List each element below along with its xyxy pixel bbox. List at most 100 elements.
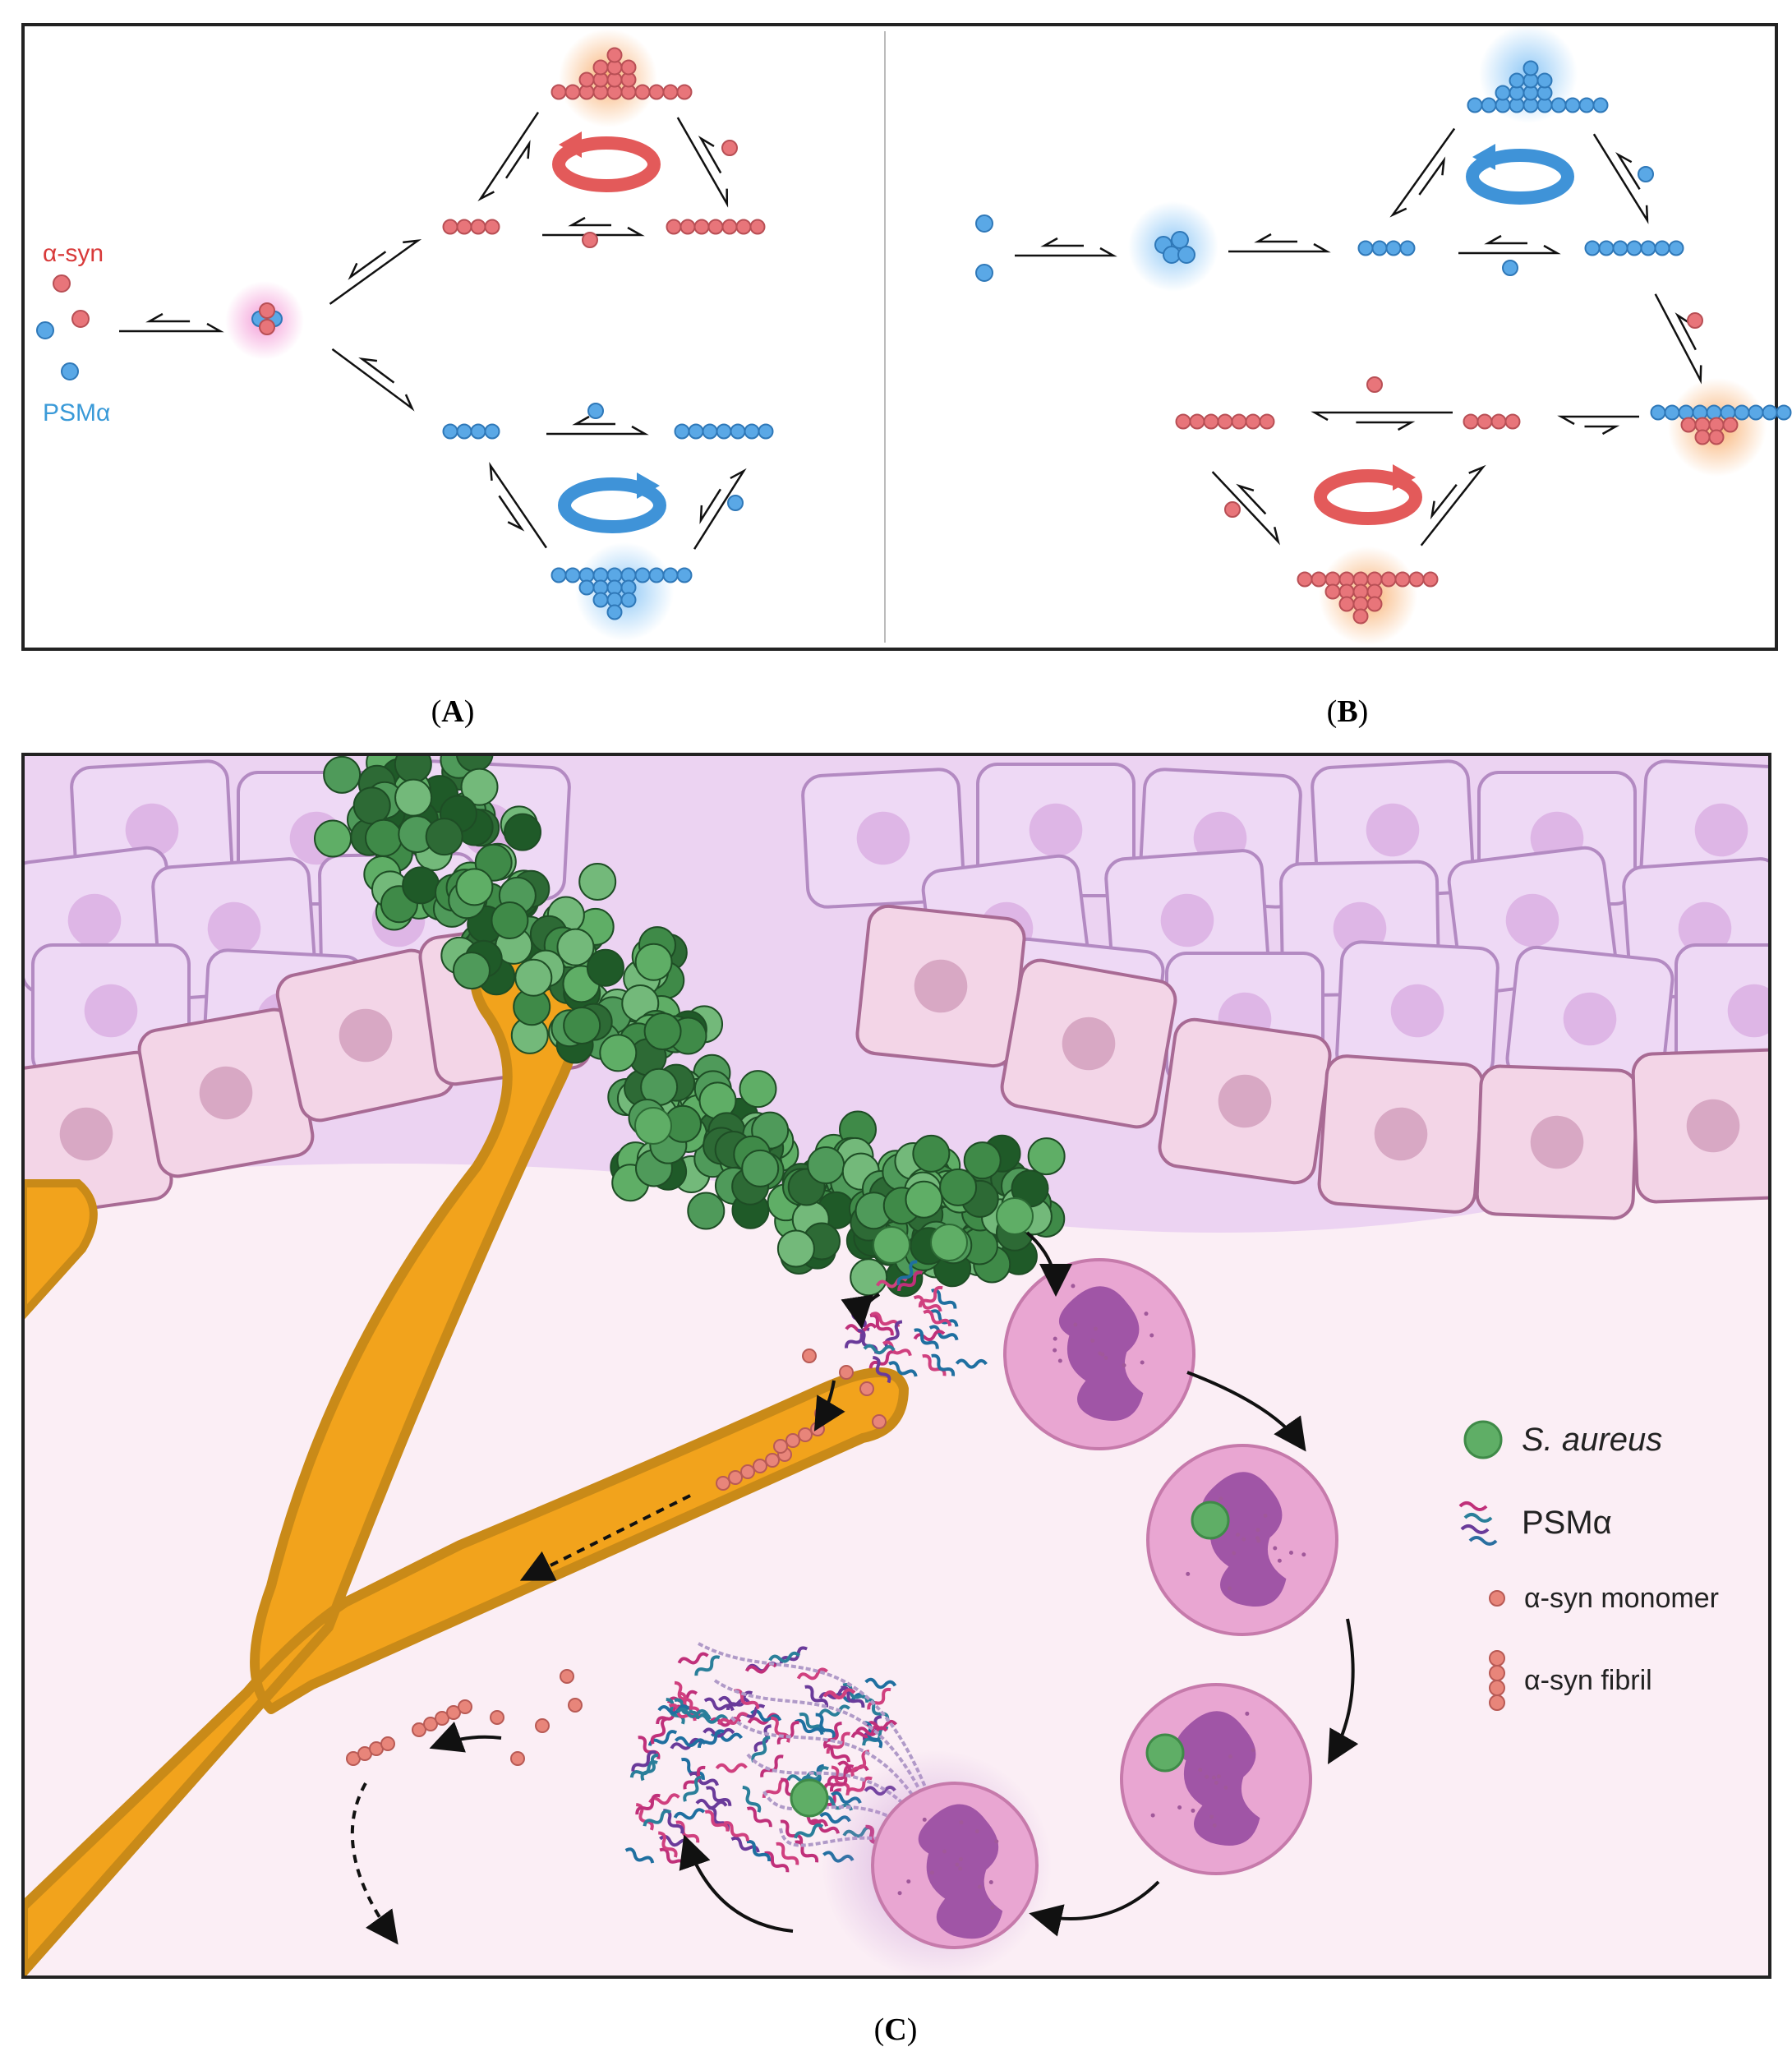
psma-monomer <box>1495 85 1511 101</box>
forward-arrow <box>542 226 645 237</box>
s-aureus-cell <box>556 928 595 966</box>
asyn-monomer <box>71 310 90 328</box>
neuron <box>23 950 909 1977</box>
cycle-arrowhead <box>637 473 660 499</box>
s-aureus-cell <box>996 1197 1034 1235</box>
asyn-monomer <box>1366 376 1383 393</box>
cell-nucleus <box>1727 984 1770 1038</box>
s-aureus-cell <box>1027 1137 1066 1176</box>
asyn-monomer <box>676 84 693 100</box>
granule <box>974 1829 979 1834</box>
granule <box>1122 1363 1126 1368</box>
psma-peptide <box>827 1764 855 1784</box>
psma-peptide <box>800 1766 829 1783</box>
s-aureus-cell <box>578 863 617 901</box>
psma-peptide <box>674 1680 693 1708</box>
caption-b: (B) <box>1327 694 1369 729</box>
asyn-monomer <box>578 71 595 88</box>
granule <box>1071 1284 1076 1289</box>
s-aureus-cell <box>776 1229 815 1268</box>
arrow <box>679 1834 794 1933</box>
arrow <box>841 1293 881 1330</box>
granule <box>1098 1351 1103 1356</box>
psma-monomer <box>1598 240 1615 256</box>
psma-peptide <box>689 1771 719 1786</box>
epithelial-cell <box>137 1007 315 1178</box>
neuron-axon-left <box>23 1179 98 1321</box>
psma-monomer <box>676 567 693 583</box>
psma-monomer <box>1640 240 1656 256</box>
dashed-arrow <box>350 1782 398 1945</box>
neutrophil <box>1003 1258 1195 1450</box>
psma-monomer <box>550 567 567 583</box>
granule <box>1149 1333 1154 1338</box>
asyn-monomer <box>568 1698 583 1713</box>
granule <box>1223 1785 1228 1790</box>
psma-peptide <box>717 1712 749 1726</box>
s-aureus-cell <box>452 952 491 990</box>
granule <box>990 1905 995 1910</box>
psma-peptide <box>822 1688 855 1700</box>
psma-peptide <box>683 1775 703 1802</box>
granule <box>1301 1552 1306 1557</box>
psma-peptide <box>703 1697 735 1712</box>
asyn-monomer <box>620 59 637 76</box>
asyn-monomer <box>446 1705 461 1720</box>
psma-peptide <box>747 1713 780 1725</box>
asyn-monomer <box>716 1476 730 1491</box>
psma-monomer <box>1502 260 1518 276</box>
s-aureus-cell <box>455 868 494 906</box>
asyn-monomer <box>412 1722 426 1737</box>
psma-monomer <box>744 423 760 440</box>
psma-peptide <box>715 1763 748 1773</box>
neuron-axon-main <box>23 950 909 1977</box>
psma-peptide <box>864 1677 897 1690</box>
neutrophil <box>1146 1444 1338 1636</box>
psma-monomer <box>758 423 774 440</box>
psma-peptide <box>869 1313 894 1336</box>
psma-monomer <box>1692 404 1708 421</box>
cycle-ring <box>1314 469 1422 525</box>
cycle-ring <box>1466 149 1574 205</box>
psma-monomer <box>1650 404 1666 421</box>
reverse-arrow <box>1236 483 1267 515</box>
psma-monomer <box>1678 404 1694 421</box>
s-aureus-cell <box>394 778 433 817</box>
granule <box>958 1866 963 1871</box>
reverse-arrow <box>698 136 722 174</box>
asyn-monomer <box>259 319 275 335</box>
cell-nucleus <box>1505 893 1559 947</box>
asyn-monomer <box>1338 596 1355 612</box>
psma-peptide <box>780 1819 804 1843</box>
cycle-arrowhead <box>1393 464 1416 491</box>
granule <box>1140 1360 1145 1365</box>
asyn-monomer <box>872 1414 887 1429</box>
asyn-monomer <box>721 219 738 235</box>
neutrophil-nucleus <box>918 1804 1003 1939</box>
psma-peptide <box>913 1295 942 1312</box>
caption-a: (A) <box>431 694 475 729</box>
psma-monomer <box>1626 240 1642 256</box>
psma-peptide <box>855 1726 888 1736</box>
forward-arrow <box>331 348 415 412</box>
neutrophils <box>822 1258 1338 1977</box>
granule <box>1057 1358 1062 1363</box>
asyn-monomer <box>1297 571 1313 588</box>
psma-peptide <box>674 1736 707 1748</box>
s-aureus-cell <box>364 818 403 857</box>
cycle-ring <box>552 136 661 192</box>
cycle-arrowhead <box>559 131 582 158</box>
forward-arrow <box>1389 127 1456 218</box>
panel-c-arrows <box>350 1231 1359 1945</box>
psma-peptide <box>923 1309 952 1327</box>
psma-monomer <box>606 604 623 620</box>
psma-peptide <box>815 1713 836 1739</box>
psma-peptide <box>896 1260 918 1286</box>
reverse-arrow <box>504 140 531 179</box>
psma-monomer <box>662 567 679 583</box>
legend-psma-icon <box>1458 1501 1498 1546</box>
asyn-monomer <box>259 302 275 319</box>
s-aureus-cell <box>599 1034 638 1072</box>
forward-arrow <box>1211 471 1280 546</box>
granule <box>1218 1496 1223 1501</box>
